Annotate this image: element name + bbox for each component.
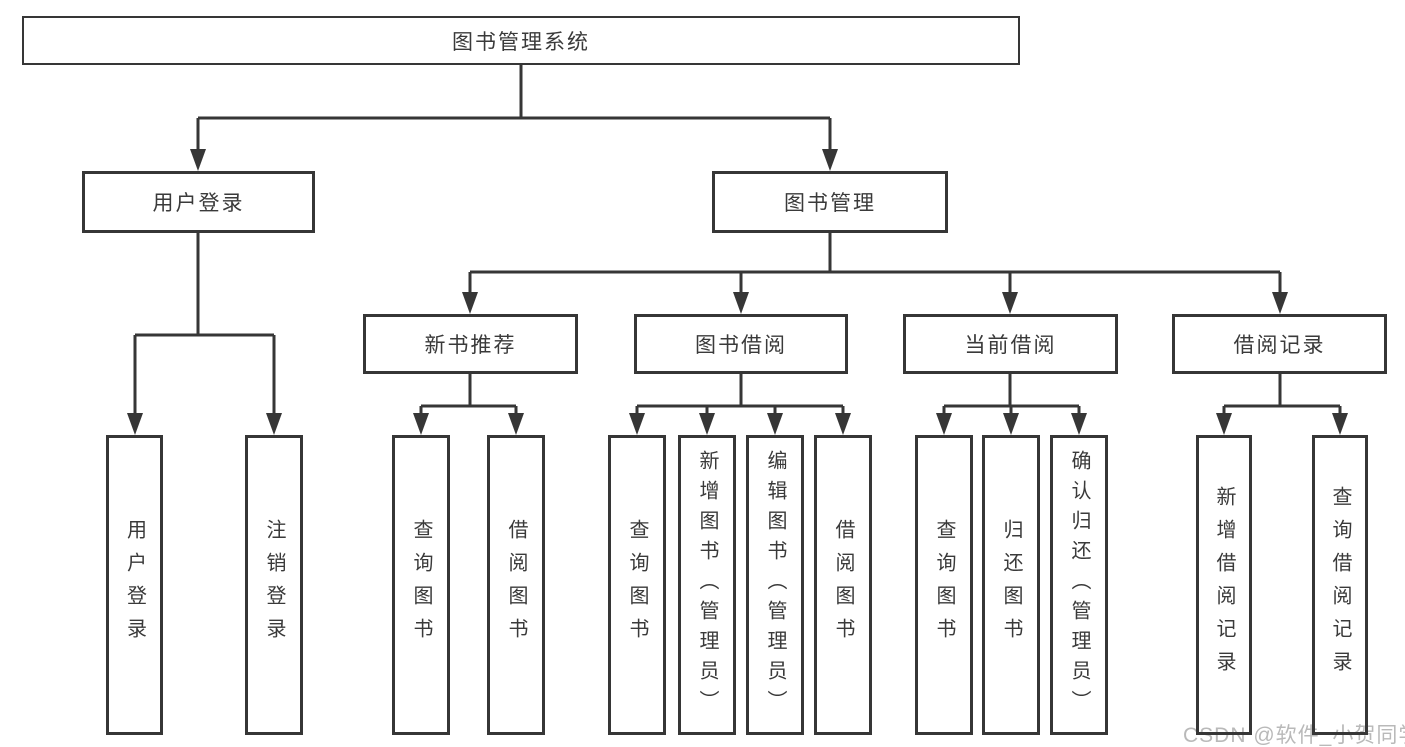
leaf-label: 新增图书（管理员） <box>696 450 718 720</box>
leaf-logout: 注销登录 <box>245 435 303 735</box>
leaf-label: 归还图书 <box>1000 519 1022 651</box>
node-borrowing-records: 借阅记录 <box>1172 314 1387 374</box>
leaf-bb-add-book-admin: 新增图书（管理员） <box>678 435 736 735</box>
leaf-bb-edit-book-admin: 编辑图书（管理员） <box>746 435 804 735</box>
node-label: 用户登录 <box>152 192 245 215</box>
node-label: 图书管理系统 <box>452 30 590 54</box>
leaf-label: 注销登录 <box>263 519 285 651</box>
leaf-nb-borrow-books: 借阅图书 <box>487 435 545 735</box>
node-label: 图书借阅 <box>695 334 787 357</box>
leaf-label: 确认归还（管理员） <box>1068 450 1090 720</box>
csdn-watermark: CSDN @软件_小贺同学 <box>1183 724 1405 747</box>
node-label: 新书推荐 <box>424 334 517 357</box>
node-label: 当前借阅 <box>964 334 1057 357</box>
leaf-cb-query-books: 查询图书 <box>915 435 973 735</box>
leaf-label: 查询图书 <box>626 519 648 651</box>
leaf-user-login: 用户登录 <box>106 435 163 735</box>
leaf-bb-borrow-books: 借阅图书 <box>814 435 872 735</box>
node-current-borrowing: 当前借阅 <box>903 314 1118 374</box>
node-book-borrowing: 图书借阅 <box>634 314 848 374</box>
leaf-label: 借阅图书 <box>505 519 527 651</box>
leaf-br-query-record: 查询借阅记录 <box>1312 435 1368 735</box>
node-book-management: 图书管理 <box>712 171 948 233</box>
node-library-management-system: 图书管理系统 <box>22 16 1020 65</box>
leaf-br-add-record: 新增借阅记录 <box>1196 435 1252 735</box>
node-new-book-recommend: 新书推荐 <box>363 314 578 374</box>
leaf-bb-query-books: 查询图书 <box>608 435 666 735</box>
node-label: 图书管理 <box>784 192 876 215</box>
leaf-label: 查询图书 <box>410 519 432 651</box>
leaf-label: 编辑图书（管理员） <box>764 450 786 720</box>
node-label: 借阅记录 <box>1233 334 1326 357</box>
leaf-label: 借阅图书 <box>832 519 854 651</box>
node-user-login: 用户登录 <box>82 171 315 233</box>
leaf-label: 查询借阅记录 <box>1329 486 1351 684</box>
leaf-nb-query-books: 查询图书 <box>392 435 450 735</box>
leaf-label: 用户登录 <box>123 519 146 651</box>
leaf-cb-confirm-return-admin: 确认归还（管理员） <box>1050 435 1108 735</box>
leaf-label: 新增借阅记录 <box>1213 486 1235 684</box>
leaf-cb-return-books: 归还图书 <box>982 435 1040 735</box>
leaf-label: 查询图书 <box>933 519 955 651</box>
arrowhead-group <box>127 149 1348 435</box>
